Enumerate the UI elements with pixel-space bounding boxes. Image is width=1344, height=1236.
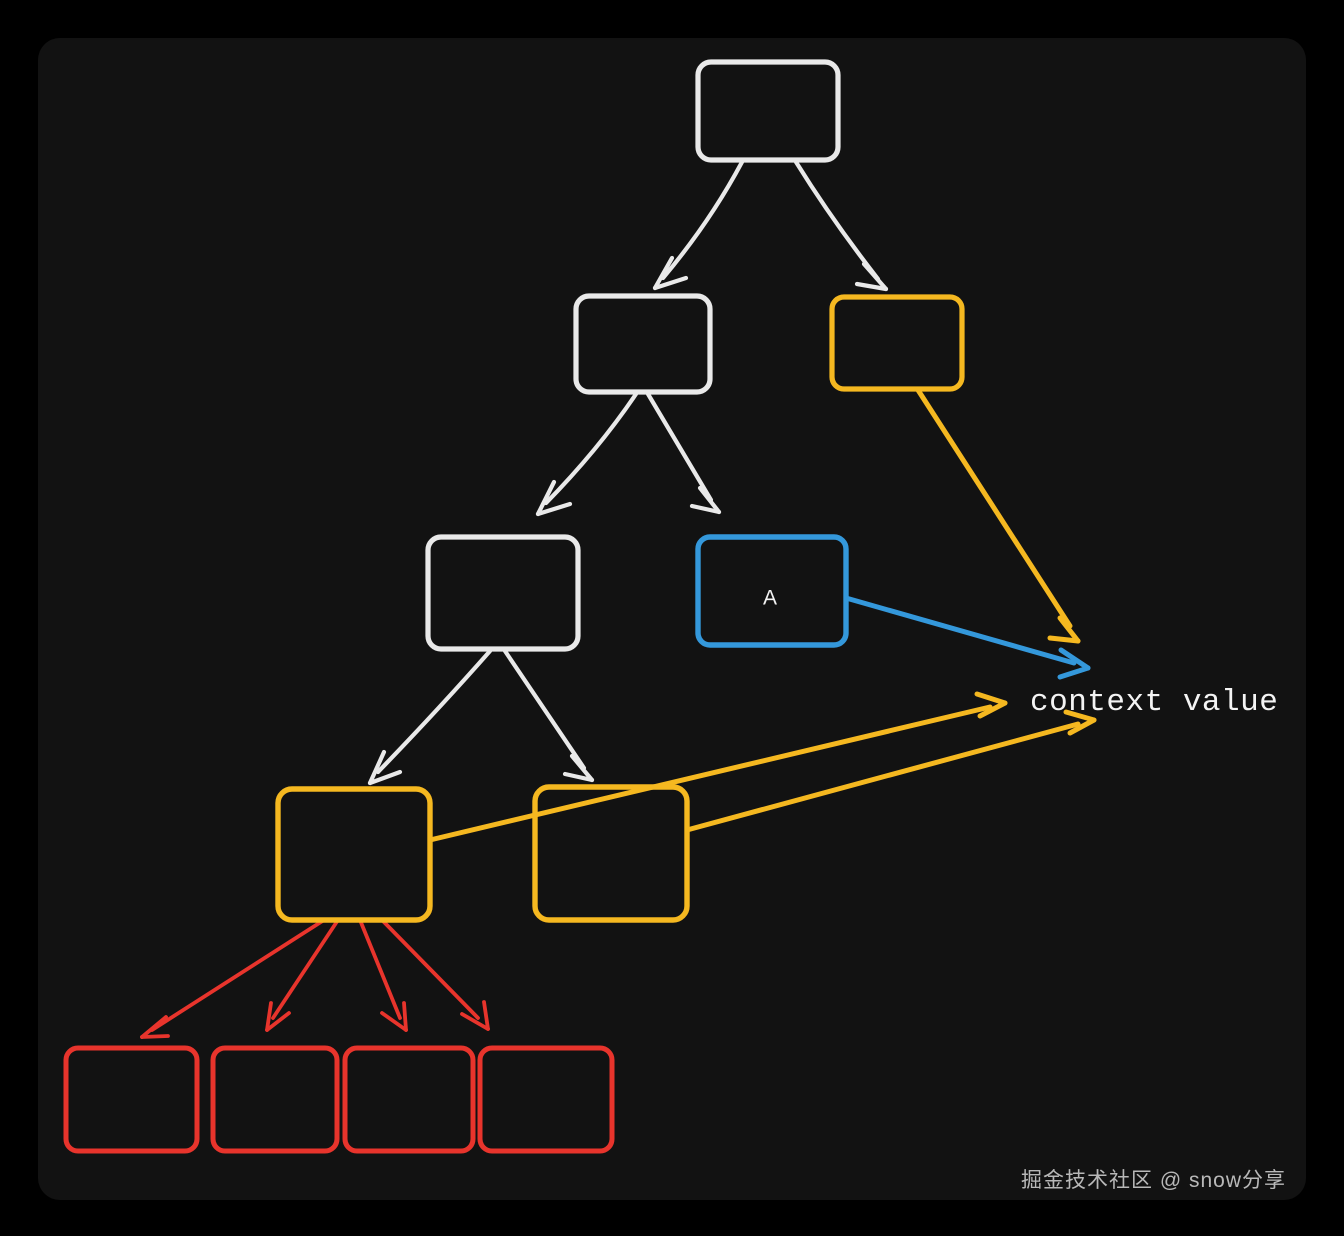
watermark: 掘金技术社区 @ snow分享: [1020, 1169, 1286, 1192]
diagram-canvas: [38, 38, 1306, 1200]
